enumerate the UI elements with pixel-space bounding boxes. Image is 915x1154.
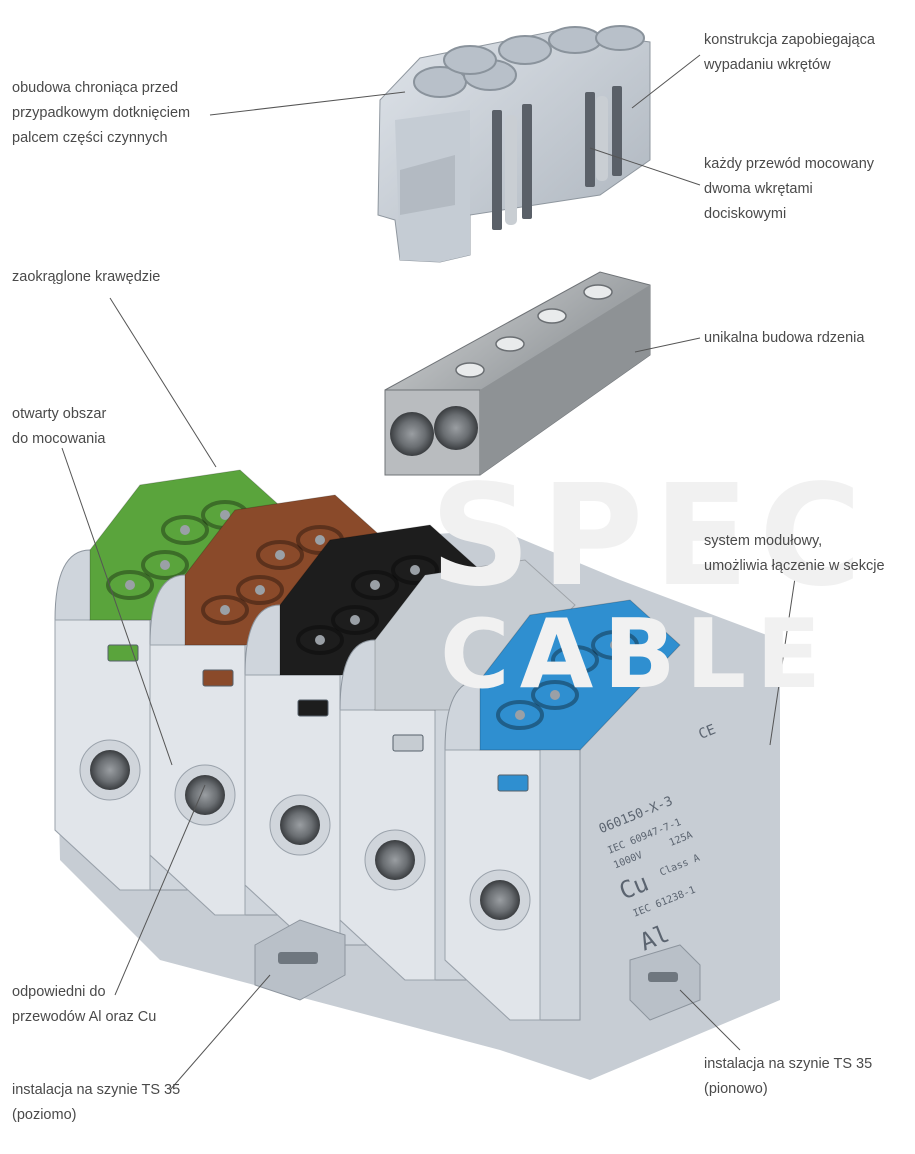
leader-open-area — [61, 447, 173, 766]
callout-two-screws: każdy przewód mocowany dwoma wkrętami do… — [704, 156, 875, 222]
leader-two-screws — [589, 147, 701, 186]
callout-al-cu: odpowiedni do przewodów Al oraz Cu — [12, 984, 157, 1025]
module-green — [54, 469, 291, 891]
leader-housing — [209, 91, 406, 116]
marking-ce: CE — [696, 722, 718, 743]
leader-modular — [769, 577, 796, 746]
leader-anti-fall — [631, 54, 701, 109]
metal-core — [384, 271, 651, 476]
callout-rounded-edges: zaokrąglone krawędzie — [12, 269, 161, 285]
top-housing — [377, 25, 651, 263]
callout-ts35-vertical: instalacja na szynie TS 35 (pionowo) — [704, 1056, 873, 1097]
leader-lines — [61, 54, 796, 1091]
leader-ts35-h — [169, 974, 271, 1091]
callout-ts35-horizontal: instalacja na szynie TS 35 (poziomo) — [12, 1082, 181, 1123]
callout-open-area: otwarty obszar do mocowania — [12, 406, 107, 447]
module-empty — [339, 559, 576, 981]
callout-core: unikalna budowa rdzenia — [704, 330, 865, 346]
watermark-cable: CABLE — [440, 600, 832, 710]
leader-rounded — [109, 297, 217, 468]
callout-anti-fall: konstrukcja zapobiegająca wypadaniu wkrę… — [704, 32, 875, 73]
leader-al-cu — [114, 784, 206, 996]
watermark-spec: SPEC — [430, 455, 872, 618]
leader-core — [634, 337, 701, 353]
leader-ts35-v — [679, 989, 741, 1051]
terminal-block-assembly: 060150-X-3 IEC 60947-7-1 1000V 125A Cu C… — [54, 469, 780, 1080]
callout-modular: system modułowy, umożliwia łączenie w se… — [704, 533, 885, 574]
module-blue — [444, 599, 681, 1021]
callout-housing: obudowa chroniąca przed przypadkowym dot… — [12, 80, 191, 146]
